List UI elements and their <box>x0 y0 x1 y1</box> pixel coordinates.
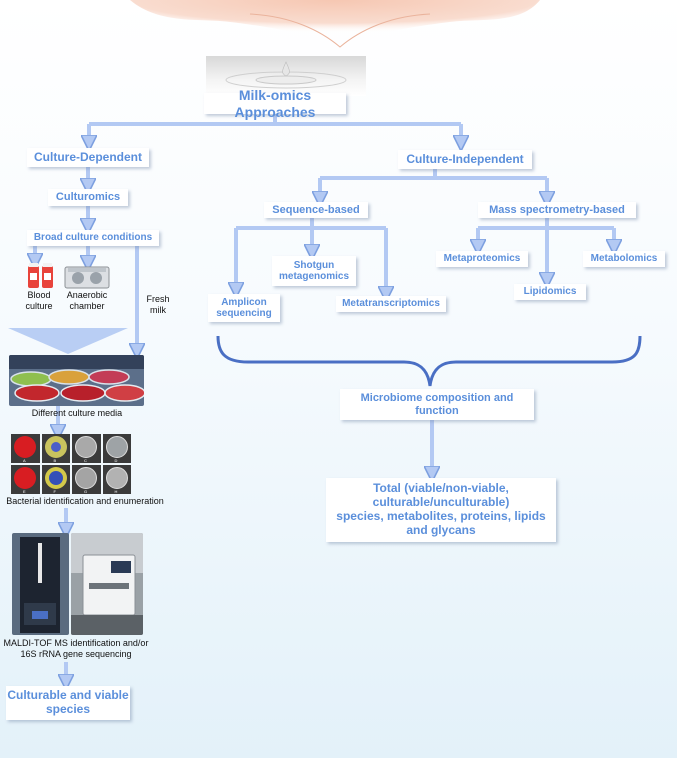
fresh-milk-caption: Fresh milk <box>146 294 170 315</box>
broad-culture-box: Broad culture conditions <box>27 230 159 246</box>
culturable-viable-result-box: Culturable and viable species <box>6 686 130 720</box>
milk-omics-title: Milk-omics Approaches <box>204 87 346 120</box>
blood-culture-caption: Blood culture <box>25 290 53 311</box>
plate-letter: D <box>114 458 118 463</box>
culture-dependent-box: Culture-Dependent <box>27 148 149 167</box>
shotgun-metagenomics-box: Shotgun metagenomics <box>272 256 356 286</box>
identification-caption: Bacterial identification and enumeration <box>6 496 164 506</box>
breast-illustration <box>130 0 540 48</box>
culturomics-box: Culturomics <box>48 189 128 206</box>
milk-drop-image <box>206 56 366 96</box>
different-media-caption: Different culture media <box>31 408 123 418</box>
plate-letter: G <box>84 489 88 494</box>
total-result-box: Total (viable/non-viable, culturable/unc… <box>326 478 556 542</box>
metaproteomics-box: Metaproteomics <box>436 251 528 267</box>
maldi-tof-instrument-image <box>12 533 69 635</box>
mass-spectrometry-box: Mass spectrometry-based <box>478 202 636 218</box>
plate-letter: C <box>84 458 87 463</box>
sequence-based-box: Sequence-based <box>264 202 368 218</box>
anaerobic-chamber-caption: Anaerobic chamber <box>66 290 108 311</box>
culture-media-plates-image <box>9 355 144 406</box>
plate-letter: F <box>53 489 56 494</box>
identification-plates-grid: A B C D E F G H <box>11 434 131 494</box>
microbiome-composition-box: Microbiome composition and function <box>340 389 534 420</box>
metatranscriptomics-box: Metatranscriptomics <box>336 296 446 312</box>
amplicon-sequencing-box: Amplicon sequencing <box>208 294 280 322</box>
maldi-caption: MALDI-TOF MS identification and/or 16S r… <box>3 638 149 659</box>
culture-independent-box: Culture-Independent <box>398 150 532 169</box>
sequencer-instrument-image <box>71 533 143 635</box>
plate-letter: H <box>114 489 118 494</box>
plate-letter: B <box>53 458 57 463</box>
plate-letter: A <box>23 458 26 463</box>
plate-letter: E <box>23 489 26 494</box>
metabolomics-box: Metabolomics <box>583 251 665 267</box>
lipidomics-box: Lipidomics <box>514 284 586 300</box>
anaerobic-chamber-image <box>64 266 110 289</box>
blood-culture-bottles-image <box>28 263 53 288</box>
